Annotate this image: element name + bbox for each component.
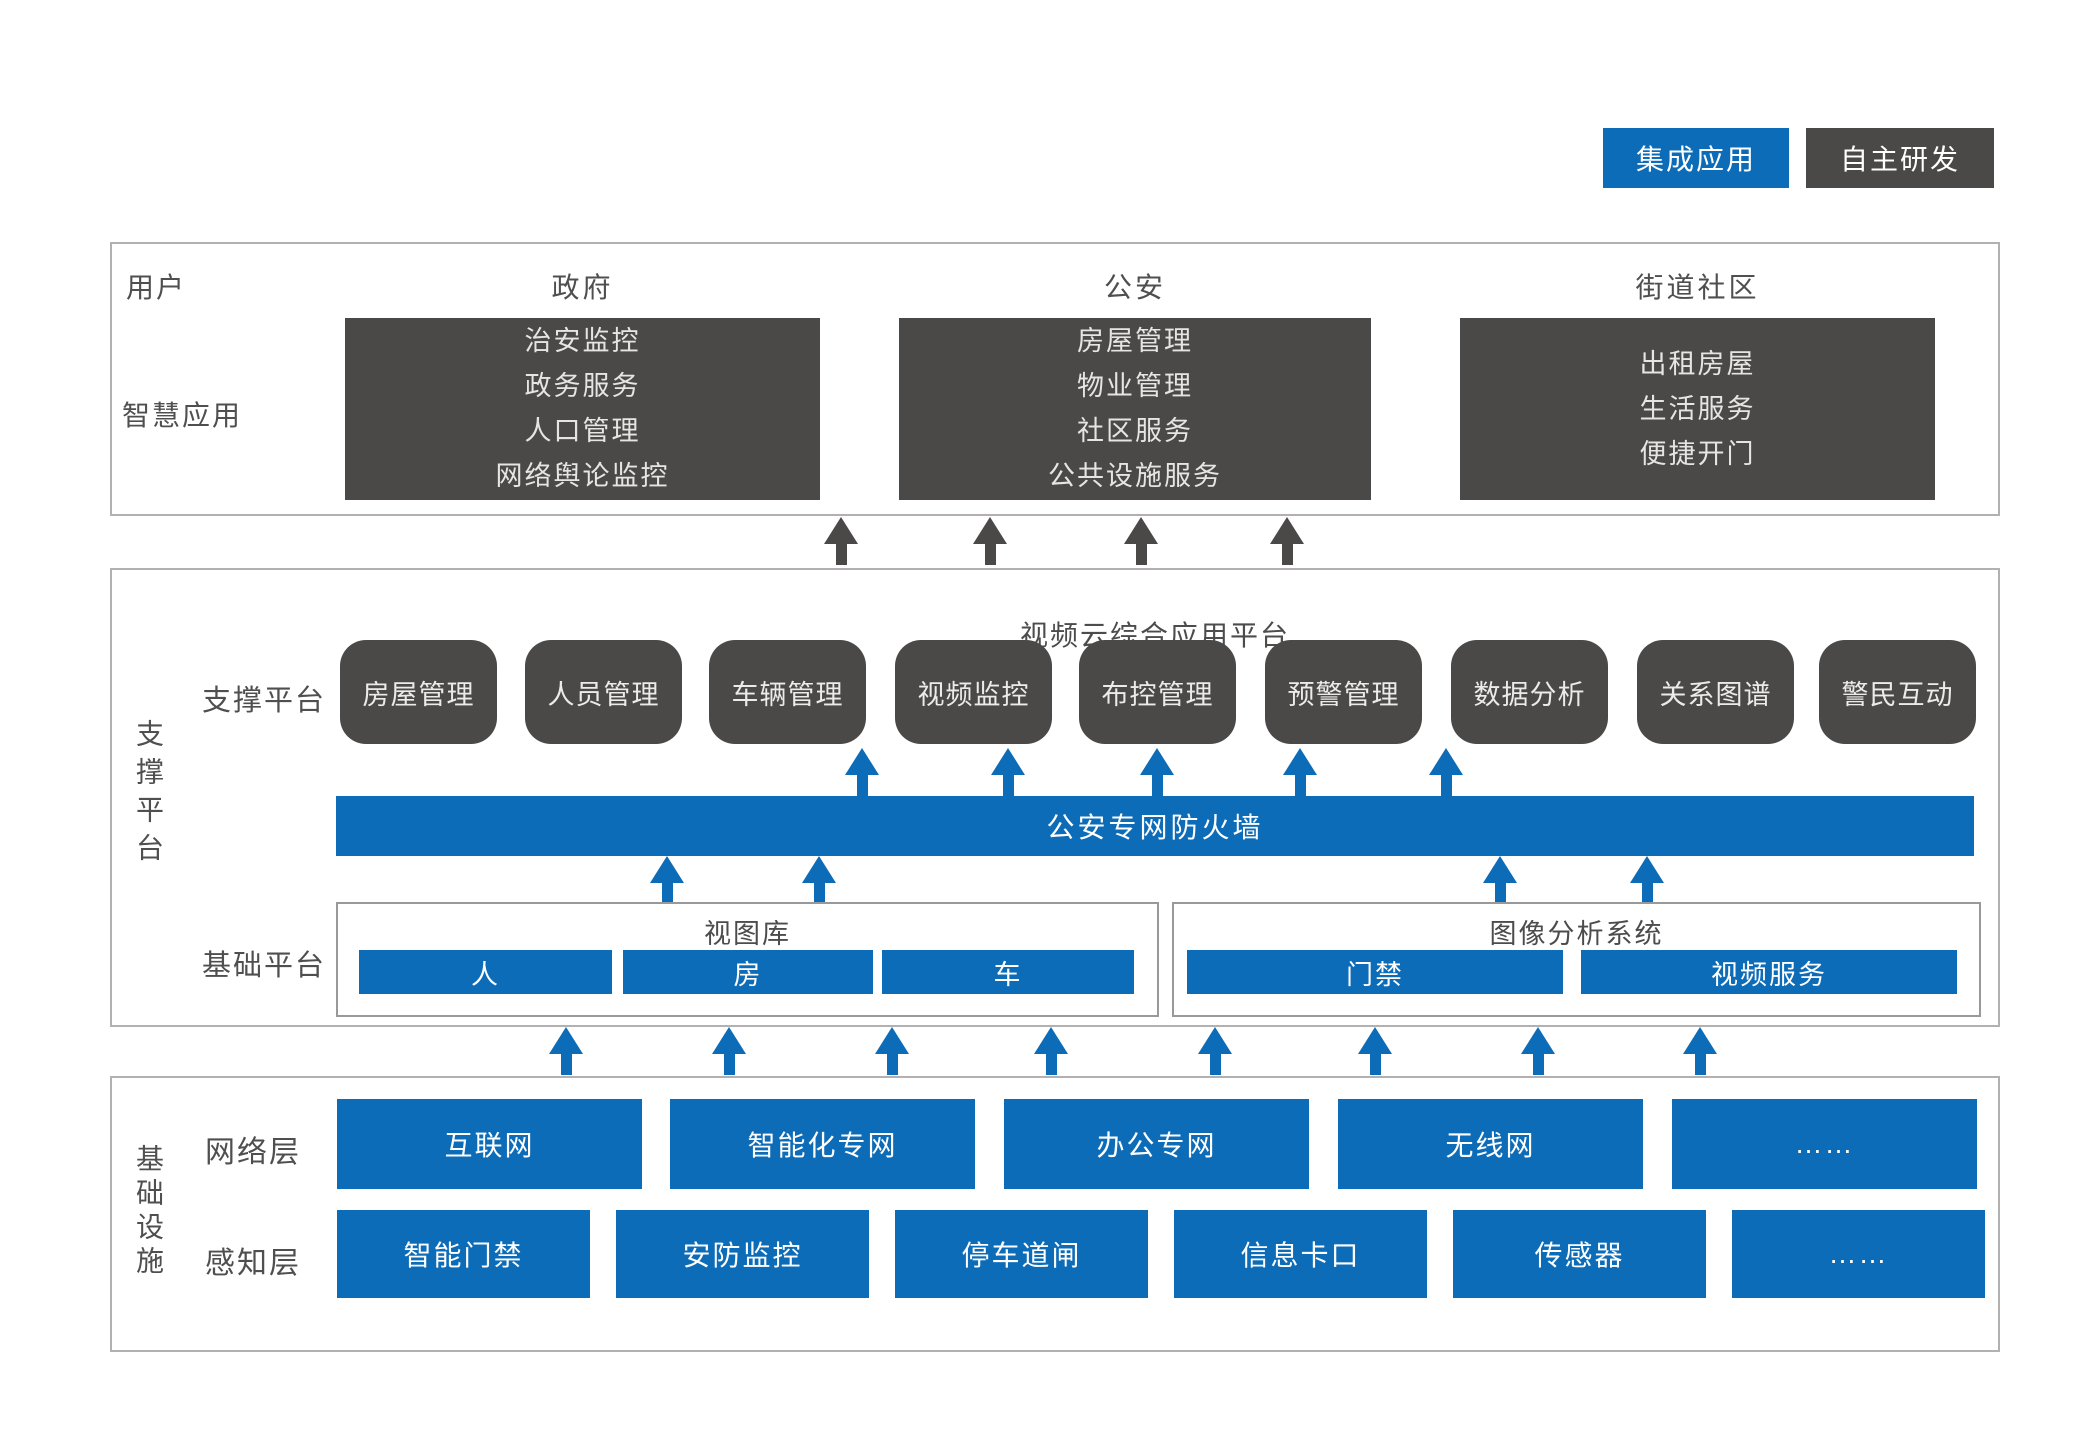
perception-box: 传感器	[1453, 1210, 1706, 1298]
up-arrow	[845, 748, 879, 796]
support-box: 布控管理	[1079, 640, 1236, 744]
app-item: 房屋管理	[1077, 326, 1193, 356]
view-library-title: 视图库	[704, 919, 791, 949]
support-box: 数据分析	[1451, 640, 1608, 744]
column-header-community: 街道社区	[1635, 272, 1760, 303]
app-item: 生活服务	[1639, 393, 1756, 424]
row-label-base: 基础平台	[202, 950, 327, 982]
row-label-support: 支撑平台	[202, 685, 327, 717]
perception-box: 智能门禁	[337, 1210, 590, 1298]
view-library-cell-person: 人	[359, 950, 612, 994]
up-arrow	[802, 856, 836, 904]
support-box: 车辆管理	[709, 640, 866, 744]
row-label-user: 用户	[126, 272, 187, 303]
row-label-perception-layer: 感知层	[205, 1247, 301, 1280]
up-arrow	[1283, 748, 1317, 796]
support-box: 人员管理	[525, 640, 682, 744]
up-arrow	[549, 1027, 583, 1075]
column-header-government: 政府	[551, 272, 614, 303]
legend-self-developed: 自主研发	[1806, 128, 1994, 188]
app-item: 出租房屋	[1639, 348, 1756, 379]
app-item: 治安监控	[524, 326, 641, 356]
network-box: 办公专网	[1004, 1099, 1309, 1189]
support-box: 关系图谱	[1637, 640, 1794, 744]
app-item: 物业管理	[1077, 371, 1193, 401]
up-arrow	[991, 748, 1025, 796]
support-box: 警民互动	[1819, 640, 1976, 744]
app-item: 社区服务	[1077, 416, 1193, 446]
up-arrow	[1034, 1027, 1068, 1075]
up-arrow	[1270, 517, 1304, 565]
up-arrow	[1630, 856, 1664, 904]
row-label-smart-app: 智慧应用	[122, 400, 243, 431]
perception-box: 信息卡口	[1174, 1210, 1427, 1298]
up-arrow	[824, 517, 858, 565]
perception-box: 安防监控	[616, 1210, 869, 1298]
column-header-police: 公安	[1103, 272, 1166, 303]
network-box: 无线网	[1338, 1099, 1643, 1189]
network-box: ……	[1672, 1099, 1977, 1189]
up-arrow	[1483, 856, 1517, 904]
up-arrow	[1521, 1027, 1555, 1075]
legend-integrated-app: 集成应用	[1603, 128, 1789, 188]
app-box-government: 治安监控 政务服务 人口管理 网络舆论监控	[345, 318, 820, 500]
view-library-cell-car: 车	[882, 950, 1134, 994]
support-box: 预警管理	[1265, 640, 1422, 744]
up-arrow	[712, 1027, 746, 1075]
up-arrow	[1683, 1027, 1717, 1075]
firewall-bar: 公安专网防火墙	[336, 796, 1974, 856]
app-item: 便捷开门	[1639, 438, 1756, 469]
view-library-cell-house: 房	[623, 950, 873, 994]
up-arrow	[1198, 1027, 1232, 1075]
up-arrow	[1429, 748, 1463, 796]
app-item: 网络舆论监控	[495, 461, 670, 491]
app-item: 公共设施服务	[1048, 461, 1222, 491]
network-box: 智能化专网	[670, 1099, 975, 1189]
up-arrow	[1124, 517, 1158, 565]
side-label-support-platform: 支撑平台	[133, 719, 164, 871]
row-label-network-layer: 网络层	[205, 1136, 301, 1169]
image-analysis-box: 图像分析系统 门禁 视频服务	[1172, 902, 1981, 1017]
up-arrow	[875, 1027, 909, 1075]
network-box: 互联网	[337, 1099, 642, 1189]
up-arrow	[973, 517, 1007, 565]
up-arrow	[1358, 1027, 1392, 1075]
app-item: 人口管理	[524, 416, 641, 446]
side-label-infrastructure: 基础设施	[133, 1144, 164, 1280]
perception-box: ……	[1732, 1210, 1985, 1298]
app-box-police: 房屋管理 物业管理 社区服务 公共设施服务	[899, 318, 1371, 500]
image-analysis-title: 图像分析系统	[1489, 919, 1664, 949]
view-library-box: 视图库 人 房 车	[336, 902, 1159, 1017]
app-box-community: 出租房屋 生活服务 便捷开门	[1460, 318, 1935, 500]
image-analysis-cell-video: 视频服务	[1581, 950, 1957, 994]
up-arrow	[650, 856, 684, 904]
support-box: 视频监控	[895, 640, 1052, 744]
app-item: 政务服务	[524, 371, 641, 401]
up-arrow	[1140, 748, 1174, 796]
support-box: 房屋管理	[340, 640, 497, 744]
image-analysis-cell-access: 门禁	[1187, 950, 1563, 994]
perception-box: 停车道闸	[895, 1210, 1148, 1298]
